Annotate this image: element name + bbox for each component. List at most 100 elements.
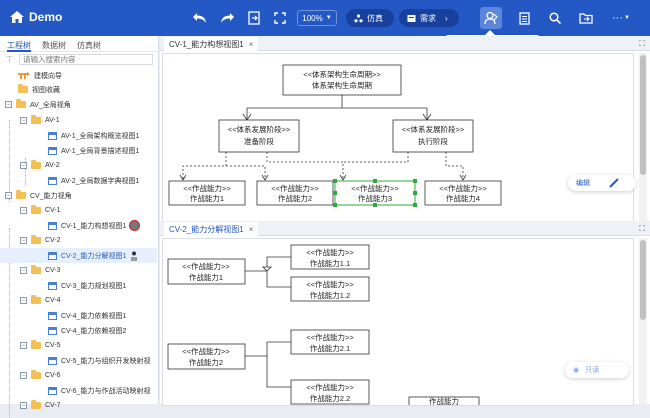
tree-item-cv[interactable]: − CV_能力视角 [0, 188, 157, 203]
tree-item-cv-4-view-2[interactable]: CV-4_能力依赖视图2 [0, 323, 157, 338]
node-name: 准备阶段 [244, 136, 274, 146]
expand-icon[interactable]: ⛶ [639, 224, 645, 233]
collapse-toggle[interactable]: − [20, 372, 27, 379]
tree-item-av[interactable]: − AV_全局视角 [0, 97, 157, 112]
tree-item-label: CV-4 [45, 297, 61, 304]
export-icon[interactable] [245, 9, 263, 27]
child-node-2-2[interactable]: <<作战能力>> 作战能力2.2 [290, 379, 370, 405]
tree-item-favorites[interactable]: 视图收藏 [0, 82, 157, 97]
stage-node-prepare[interactable]: <<体系发展阶段>> 准备阶段 [218, 119, 300, 153]
child-node-1-2[interactable]: <<作战能力>> 作战能力1.2 [290, 276, 370, 302]
tree-item-cv-1[interactable]: − CV-1 [0, 203, 157, 218]
requirement-button[interactable]: 需求 › [399, 9, 459, 27]
tab-project-tree[interactable]: 工程树 [7, 41, 31, 52]
readonly-button[interactable]: ◉ 只读 [565, 362, 629, 378]
collapse-toggle[interactable]: − [20, 402, 27, 409]
node-name: 体系架构生命周期 [312, 80, 372, 90]
stage-node-execute[interactable]: <<体系发展阶段>> 执行阶段 [392, 119, 474, 153]
scrollbar-thumb[interactable] [640, 240, 646, 320]
vertical-scrollbar[interactable] [639, 238, 647, 404]
tree-item-av-1-view-1[interactable]: AV-1_全局架构概览视图1 [0, 128, 157, 143]
tree-item-cv-2-view-1[interactable]: CV-2_能力分解视图1 [0, 248, 157, 263]
tree-item-av-2-view-1[interactable]: AV-2_全局数据字典视图1 [0, 173, 157, 188]
node-name: 作战能力2 [278, 193, 312, 203]
parent-node-2[interactable]: <<作战能力>> 作战能力2 [167, 343, 246, 370]
close-icon[interactable]: × [248, 224, 254, 234]
capability-node-1[interactable]: <<作战能力>> 作战能力1 [168, 180, 246, 206]
more-menu-button[interactable]: ··· ▼ [609, 9, 633, 27]
tree-item-av-1[interactable]: − AV-1 [0, 113, 157, 128]
vertical-scrollbar[interactable] [639, 53, 647, 228]
collapse-toggle[interactable]: − [20, 237, 27, 244]
collapse-toggle[interactable]: − [20, 207, 27, 214]
expand-icon[interactable]: ⛶ [639, 39, 645, 48]
sidebar-search: ⊤ [6, 53, 153, 65]
search-input[interactable] [18, 53, 153, 65]
tab-cv2[interactable]: CV-2_能力分解视图1 × [164, 222, 259, 236]
node-name: 作战能力2.1 [310, 343, 350, 353]
tab-simulation-tree[interactable]: 仿真树 [77, 41, 101, 50]
simulate-icon [354, 13, 363, 22]
child-node-2-1[interactable]: <<作战能力>> 作战能力2.1 [290, 329, 370, 355]
tree-item-modeling-wizard[interactable]: 建模向导 [0, 68, 157, 83]
view-icon [48, 176, 57, 185]
tree-item-av-1-view-2[interactable]: AV-1_全局背景描述视图1 [0, 143, 157, 158]
capability-node-3-selected[interactable]: <<作战能力>> 作战能力3 [333, 179, 417, 207]
search-icon[interactable] [546, 9, 564, 27]
scrollbar-thumb[interactable] [640, 55, 646, 175]
collapse-toggle[interactable]: − [20, 297, 27, 304]
collapse-toggle[interactable]: − [20, 267, 27, 274]
top-bar: Demo 100% ▼ 仿真 需求 › ··· ▼ [0, 0, 650, 36]
document-list-icon[interactable] [515, 9, 533, 27]
simulate-button[interactable]: 仿真 [346, 9, 394, 27]
redo-icon[interactable] [218, 9, 236, 27]
app-brand[interactable]: Demo [10, 10, 62, 24]
tree-item-cv-6[interactable]: − CV-6 [0, 368, 157, 383]
root-node[interactable]: <<体系架构生命周期>> 体系架构生命周期 [282, 64, 402, 96]
tab-data-tree[interactable]: 数据树 [42, 41, 66, 50]
selection-handles[interactable] [333, 179, 417, 207]
fullscreen-icon[interactable] [271, 9, 289, 27]
tree-item-cv-1-view-1[interactable]: CV-1_能力构想视图1 [0, 218, 157, 233]
collapse-toggle[interactable]: − [20, 117, 27, 124]
node-stereotype: <<作战能力>> [306, 247, 354, 257]
tree-item-cv-4[interactable]: − CV-4 [0, 293, 157, 308]
folder-export-icon[interactable] [577, 9, 595, 27]
collapse-toggle[interactable]: − [5, 101, 12, 108]
tree-item-cv-5[interactable]: − CV-5 [0, 338, 157, 353]
tree-item-cv-7[interactable]: − CV-7 [0, 398, 157, 413]
tree-item-cv-3[interactable]: − CV-3 [0, 263, 157, 278]
tab-label: CV-2_能力分解视图1 [169, 224, 244, 234]
edit-button[interactable]: 编辑 [568, 175, 636, 191]
collapse-toggle[interactable]: − [5, 192, 12, 199]
child-node-1-1[interactable]: <<作战能力>> 作战能力1.1 [290, 244, 370, 270]
user-switch-icon[interactable] [482, 9, 500, 27]
tree-item-cv-5-view-1[interactable]: CV-5_能力与组织开发映射视 [0, 353, 157, 368]
node-stereotype: <<作战能力>> [439, 183, 487, 193]
tree-item-cv-4-view-1[interactable]: CV-4_能力依赖视图1 [0, 308, 157, 323]
tree-item-cv-6-view-1[interactable]: CV-6_能力与作战活动映射视 [0, 383, 157, 398]
capability-node-4[interactable]: <<作战能力>> 作战能力4 [424, 180, 502, 206]
undo-icon[interactable] [191, 9, 209, 27]
zoom-select[interactable]: 100% ▼ [297, 10, 337, 26]
collapse-toggle[interactable]: − [20, 162, 27, 169]
collapse-toggle[interactable]: − [20, 342, 27, 349]
capability-node-2[interactable]: <<作战能力>> 作战能力2 [256, 180, 334, 206]
node-stereotype: <<作战能力>> [183, 183, 231, 193]
node-stereotype: <<作战能力>> [306, 279, 354, 289]
filter-icon[interactable]: ⊤ [6, 54, 13, 64]
tab-cv1[interactable]: CV-1_能力构想视图1 × [164, 37, 259, 51]
simulate-label: 仿真 [367, 13, 383, 23]
parent-node-1[interactable]: <<作战能力>> 作战能力1 [167, 258, 246, 285]
tree-item-cv-2[interactable]: − CV-2 [0, 233, 157, 248]
folder-icon [18, 84, 28, 93]
node-stereotype: <<作战能力>> [351, 183, 399, 193]
tree-item-av-2[interactable]: − AV-2 [0, 158, 157, 173]
view-icon [48, 146, 57, 155]
readonly-label: 只读 [585, 367, 600, 374]
tree-item-label: AV-2 [45, 162, 60, 169]
close-icon[interactable]: × [248, 39, 254, 49]
tree-item-label: CV-5 [45, 342, 61, 349]
tree-item-cv-3-view-1[interactable]: CV-3_能力规划视图1 [0, 278, 157, 293]
folder-icon [31, 160, 41, 169]
